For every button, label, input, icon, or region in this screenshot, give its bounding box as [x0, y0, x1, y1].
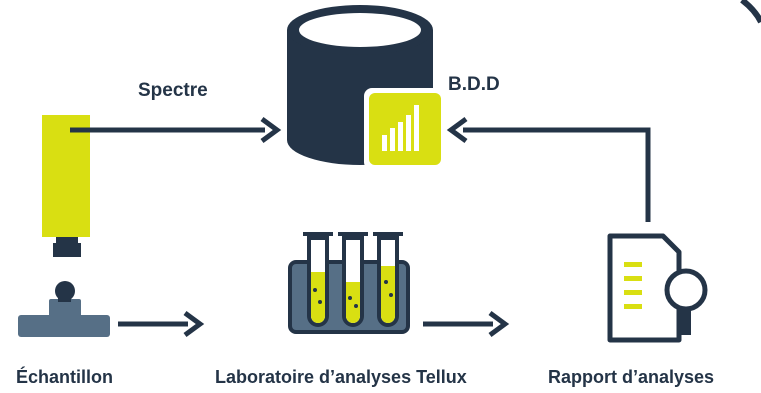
- arrow-labo-to-rapport: [423, 310, 510, 338]
- test-tubes-icon: [288, 232, 410, 334]
- bar-chart-icon: [364, 88, 446, 170]
- laboratoire-label: Laboratoire d’analyses Tellux: [215, 367, 467, 387]
- report-magnifier-icon: [607, 233, 708, 343]
- rapport-label: Rapport d’analyses: [548, 367, 715, 387]
- database-icon: [287, 5, 433, 165]
- sample-stand-icon: [18, 281, 110, 337]
- echantillon-label: Échantillon: [16, 367, 114, 387]
- arrow-echantillon-to-labo: [118, 310, 205, 338]
- spectre-label: Spectre: [138, 80, 208, 101]
- arrow-spectre-to-bdd: [70, 116, 282, 144]
- bdd-label: B.D.D: [448, 74, 500, 95]
- arrow-rapport-to-bdd: [446, 116, 651, 222]
- corner-arc: [740, 0, 761, 24]
- spectrometer-icon: [42, 115, 90, 257]
